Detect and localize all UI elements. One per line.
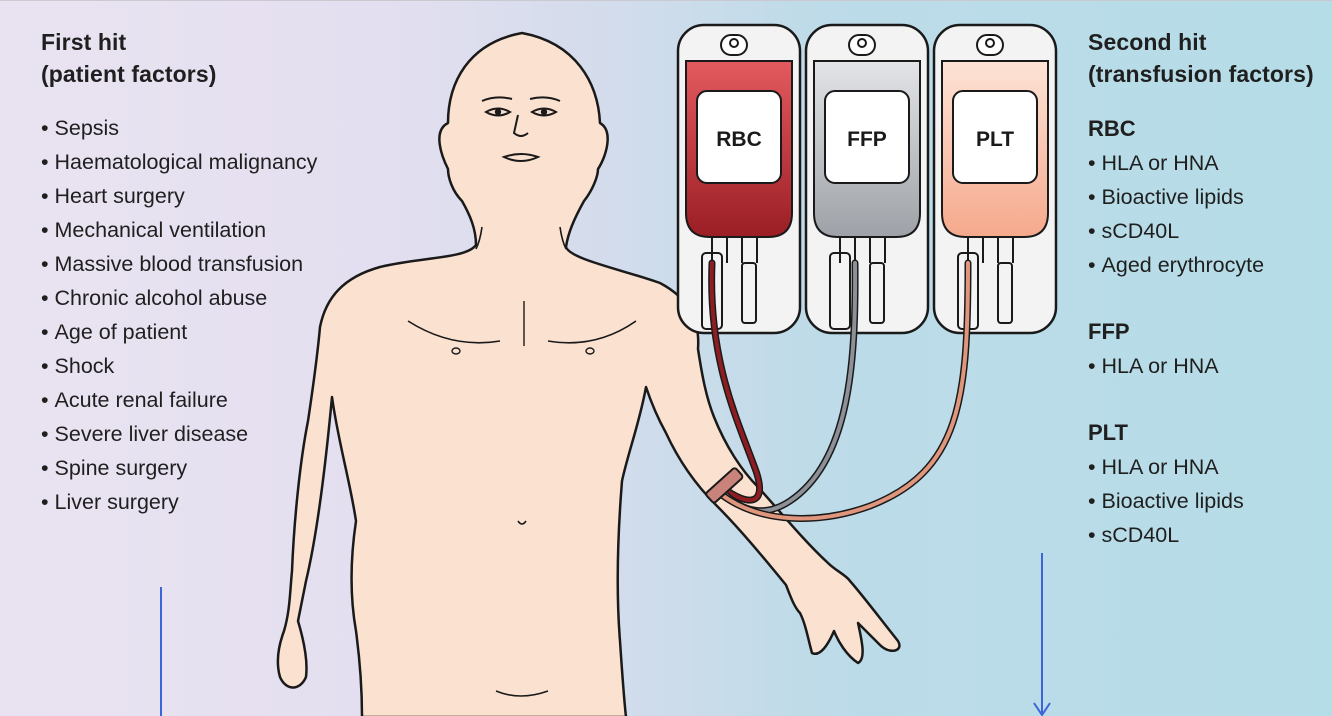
bag-label-rbc: RBC [716,128,762,151]
ffp-factors-list: HLA or HNA [1088,349,1314,383]
list-item: Shock [41,349,317,383]
list-item: HLA or HNA [1088,349,1314,383]
first-hit-subtitle: (patient factors) [41,58,317,90]
plt-group-heading: PLT [1088,416,1314,450]
list-item: HLA or HNA [1088,146,1314,180]
patient-factors-list: Sepsis Haematological malignancy Heart s… [41,111,317,519]
rbc-group-heading: RBC [1088,112,1314,146]
second-hit-panel: Second hit (transfusion factors) RBC HLA… [1088,26,1314,552]
list-item: Massive blood transfusion [41,247,317,281]
right-pupil [541,109,547,115]
list-item: Age of patient [41,315,317,349]
blood-bag-ffp: FFP [806,25,928,333]
blood-bag-rbc: RBC [678,25,800,333]
list-item: Bioactive lipids [1088,484,1314,518]
list-item: Chronic alcohol abuse [41,281,317,315]
list-item: Severe liver disease [41,417,317,451]
list-item: HLA or HNA [1088,450,1314,484]
bag-label-ffp: FFP [847,128,887,151]
list-item: Acute renal failure [41,383,317,417]
blood-bag-plt: PLT [934,25,1056,333]
second-hit-title: Second hit [1088,26,1314,58]
first-hit-panel: First hit (patient factors) Sepsis Haema… [41,26,317,519]
left-pupil [495,109,501,115]
list-item: Haematological malignancy [41,145,317,179]
list-item: Bioactive lipids [1088,180,1314,214]
list-item: Sepsis [41,111,317,145]
list-item: sCD40L [1088,518,1314,552]
rbc-factors-list: HLA or HNA Bioactive lipids sCD40L Aged … [1088,146,1314,282]
first-hit-title: First hit [41,26,317,58]
list-item: Mechanical ventilation [41,213,317,247]
list-item: sCD40L [1088,214,1314,248]
bag-label-plt: PLT [976,128,1014,151]
list-item: Spine surgery [41,451,317,485]
plt-factors-list: HLA or HNA Bioactive lipids sCD40L [1088,450,1314,552]
second-hit-subtitle: (transfusion factors) [1088,58,1314,90]
ffp-group-heading: FFP [1088,315,1314,349]
list-item: Aged erythrocyte [1088,248,1314,282]
list-item: Heart surgery [41,179,317,213]
list-item: Liver surgery [41,485,317,519]
